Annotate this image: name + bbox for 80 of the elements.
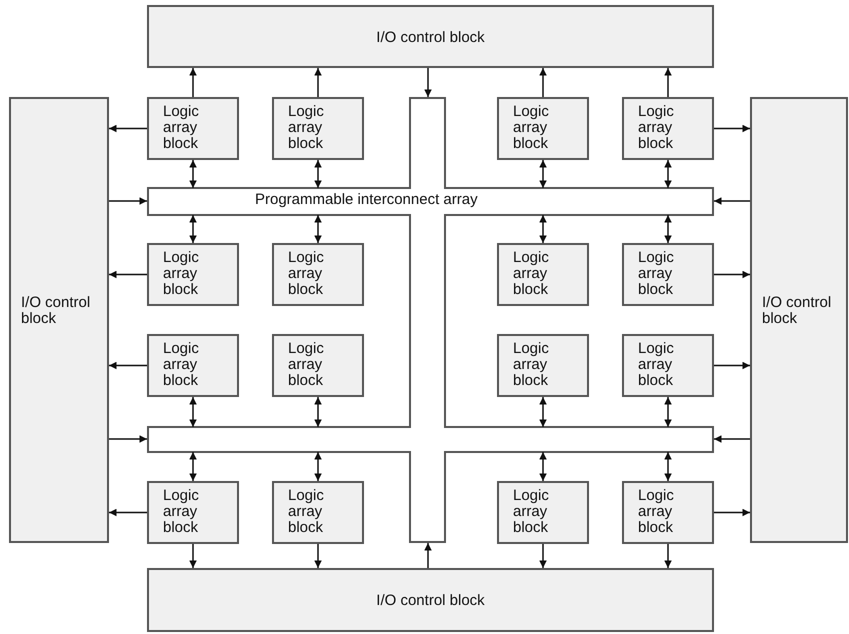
arrow — [664, 160, 672, 188]
arrow — [539, 397, 547, 427]
arrow — [109, 435, 147, 443]
arrow — [424, 68, 432, 97]
logic-array-block — [147, 243, 239, 306]
arrow — [539, 160, 547, 188]
block-label: Logic array block — [163, 488, 200, 536]
arrow — [189, 215, 197, 243]
arrow — [314, 397, 322, 427]
block-label: Logic array block — [513, 250, 550, 298]
arrow — [109, 270, 147, 278]
arrow — [539, 544, 547, 568]
arrow — [539, 68, 547, 97]
arrow — [664, 544, 672, 568]
arrow — [189, 160, 197, 188]
block-label: Logic array block — [163, 250, 200, 298]
logic-array-block — [622, 97, 714, 160]
block-label: Logic array block — [513, 488, 550, 536]
arrow — [189, 544, 197, 568]
logic-array-block — [147, 97, 239, 160]
io-control-block — [147, 568, 714, 632]
arrow — [714, 508, 750, 516]
block-label: Logic array block — [288, 104, 325, 152]
logic-array-block — [272, 334, 364, 397]
block-label: I/O control block — [375, 30, 486, 46]
arrow — [714, 124, 750, 132]
arrow — [539, 215, 547, 243]
block-label: Logic array block — [638, 341, 675, 389]
block-label: Logic array block — [638, 104, 675, 152]
block-label: Logic array block — [288, 250, 325, 298]
arrow — [189, 397, 197, 427]
arrow — [664, 215, 672, 243]
logic-array-block — [497, 97, 589, 160]
block-label: Logic array block — [513, 104, 550, 152]
arrow — [189, 452, 197, 481]
arrow — [189, 68, 197, 97]
interconnect-array — [147, 97, 714, 543]
arrow — [664, 68, 672, 97]
io-control-block — [147, 5, 714, 68]
block-label: Logic array block — [288, 488, 325, 536]
arrow — [314, 544, 322, 568]
logic-array-block — [272, 481, 364, 544]
logic-array-block — [147, 481, 239, 544]
block-label: Programmable interconnect array — [255, 192, 478, 208]
block-label: I/O control block — [375, 593, 486, 609]
logic-array-block — [497, 243, 589, 306]
arrow — [314, 215, 322, 243]
block-label: Logic array block — [638, 250, 675, 298]
arrow — [109, 197, 147, 205]
logic-array-block — [622, 243, 714, 306]
logic-array-block — [622, 481, 714, 544]
block-label: Logic array block — [638, 488, 675, 536]
arrow — [714, 362, 750, 370]
block-label: Logic array block — [513, 341, 550, 389]
arrow — [714, 270, 750, 278]
logic-array-block — [497, 334, 589, 397]
block-label: Logic array block — [288, 341, 325, 389]
logic-array-block — [147, 334, 239, 397]
logic-array-block — [497, 481, 589, 544]
io-control-block — [750, 97, 848, 543]
arrow — [109, 508, 147, 516]
arrow — [109, 124, 147, 132]
arrow — [714, 435, 750, 443]
arrow — [664, 452, 672, 481]
io-control-block — [9, 97, 109, 543]
arrow — [714, 197, 750, 205]
arrow — [539, 452, 547, 481]
arrow — [424, 543, 432, 568]
logic-array-block — [622, 334, 714, 397]
block-label: Logic array block — [163, 341, 200, 389]
block-label: I/O control block — [762, 295, 832, 327]
arrow — [314, 68, 322, 97]
arrow — [664, 397, 672, 427]
logic-array-block — [272, 97, 364, 160]
logic-array-block — [272, 243, 364, 306]
block-label: I/O control block — [21, 295, 91, 327]
arrow — [314, 160, 322, 188]
arrow — [314, 452, 322, 481]
block-label: Logic array block — [163, 104, 200, 152]
arrow — [109, 362, 147, 370]
